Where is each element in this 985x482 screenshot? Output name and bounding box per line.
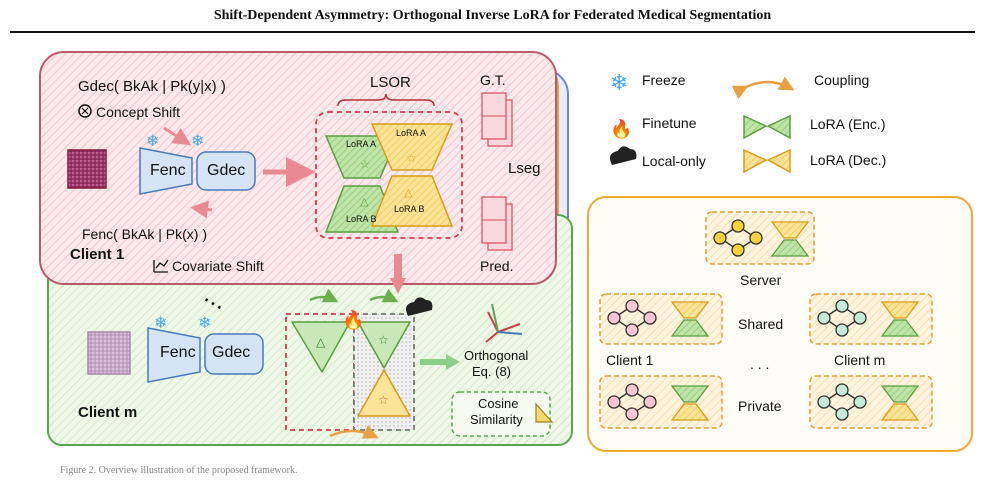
star-icon: ☆ [406, 151, 417, 165]
similarity-label: Similarity [470, 412, 523, 427]
lora-enc-icon [743, 114, 791, 140]
lsor-label: LSOR [370, 74, 411, 91]
freeze-icon: ❄ [198, 315, 211, 332]
client-m-image [87, 331, 131, 375]
client-m-name: Client m [78, 404, 138, 421]
covariate-arrow [190, 200, 213, 219]
star-icon: ☆ [360, 159, 370, 171]
server-client-1-label: Client 1 [606, 352, 654, 368]
fenc-formula: Fenc( BkAk | Pk(x) ) [82, 226, 207, 242]
fire-icon: 🔥 [342, 309, 364, 330]
pred-label: Pred. [480, 258, 514, 274]
orthogonal-label: Orthogonal [464, 348, 529, 363]
client-1-decoder-shape [196, 151, 256, 191]
legend-coupling: Coupling [814, 72, 870, 88]
client-m-decoder-shape [204, 333, 264, 375]
server-dots: . . . [750, 356, 770, 372]
concept-shift-label: Concept Shift [96, 104, 181, 120]
legend-freeze: Freeze [642, 72, 686, 88]
figure-header: Shift-Dependent Asymmetry: Orthogonal In… [0, 0, 985, 34]
coupling-arrow [329, 425, 379, 439]
concept-arrow [163, 126, 192, 146]
fire-icon: 🔥 [610, 118, 632, 139]
gt-label: G.T. [480, 72, 506, 88]
gdec-formula: Gdec( BkAk | Pk(y|x) ) [78, 78, 226, 95]
covariate-shift-icon [153, 259, 169, 273]
client-1-graph-icon [607, 299, 657, 337]
figure-caption: Figure 2. Overview illustration of the p… [60, 465, 298, 476]
freeze-icon: ❄ [610, 70, 628, 95]
lora-b-dec-label: LoRA B [394, 204, 425, 214]
concept-shift-icon [78, 104, 92, 118]
legend-local-only: Local-only [642, 153, 706, 169]
lora-a-enc-shape [324, 135, 400, 179]
star-icon: ☆ [378, 333, 389, 347]
client-1-graph-icon [607, 383, 657, 421]
enc-module-shape [357, 321, 411, 369]
lora-dec-icon [743, 148, 791, 174]
client-m-encoder-shape [147, 327, 201, 383]
cosine-label: Cosine [478, 396, 519, 411]
cloud-icon [406, 297, 433, 316]
server-label: Server [740, 272, 782, 288]
client-1-fenc-label: Fenc [150, 162, 186, 179]
legend-lora-enc: LoRA (Enc.) [810, 116, 886, 132]
server-graph-icon [713, 219, 763, 257]
dec-module-shape [357, 369, 411, 417]
server-lora-dec [770, 221, 810, 239]
freeze-icon: ❄ [191, 133, 204, 150]
server-lora-enc [770, 239, 810, 257]
header-rule [10, 31, 975, 33]
green-arrow [369, 288, 399, 303]
freeze-icon: ❄ [154, 315, 167, 332]
client-1-image [67, 149, 107, 189]
covariate-shift-label: Covariate Shift [172, 258, 264, 274]
lseg-label: Lseg [508, 160, 541, 177]
server-client-m-label: Client m [834, 352, 886, 368]
star-icon: ☆ [378, 393, 389, 407]
client-1-name: Client 1 [70, 246, 125, 263]
cosine-box [451, 391, 551, 437]
client-1-gdec-label: Gdec [207, 162, 246, 179]
cloud-icon [610, 146, 637, 165]
lora-b-dec-shape [370, 175, 454, 227]
shared-label: Shared [738, 316, 784, 332]
lora-dashed-box [315, 111, 463, 239]
figure-title: Shift-Dependent Asymmetry: Orthogonal In… [213, 8, 772, 23]
client-m-fenc-label: Fenc [160, 344, 196, 361]
equation-label: Eq. (8) [472, 364, 512, 379]
lsor-brace [337, 93, 435, 107]
legend-lora-dec: LoRA (Dec.) [810, 152, 887, 168]
triangle-icon: △ [360, 196, 369, 208]
private-label: Private [738, 398, 782, 414]
lora-a-dec-shape [370, 123, 454, 171]
lora-b-enc-label: LoRA B [346, 214, 377, 224]
lora-a-dec-label: LoRA A [396, 128, 427, 138]
freeze-icon: ❄ [146, 133, 159, 150]
client-1-encoder-shape [139, 147, 193, 195]
triangle-icon: △ [404, 187, 413, 199]
enc-module-shape [291, 321, 351, 373]
triangle-icon: △ [316, 335, 326, 349]
lora-a-enc-label: LoRA A [346, 139, 377, 149]
green-arrow [309, 288, 339, 303]
client-m-graph-icon [817, 299, 867, 337]
set-square-icon [535, 402, 554, 423]
coupling-icon [731, 76, 795, 100]
legend-finetune: Finetune [642, 115, 697, 131]
client-m-graph-icon [817, 383, 867, 421]
client-m-gdec-label: Gdec [212, 344, 251, 361]
